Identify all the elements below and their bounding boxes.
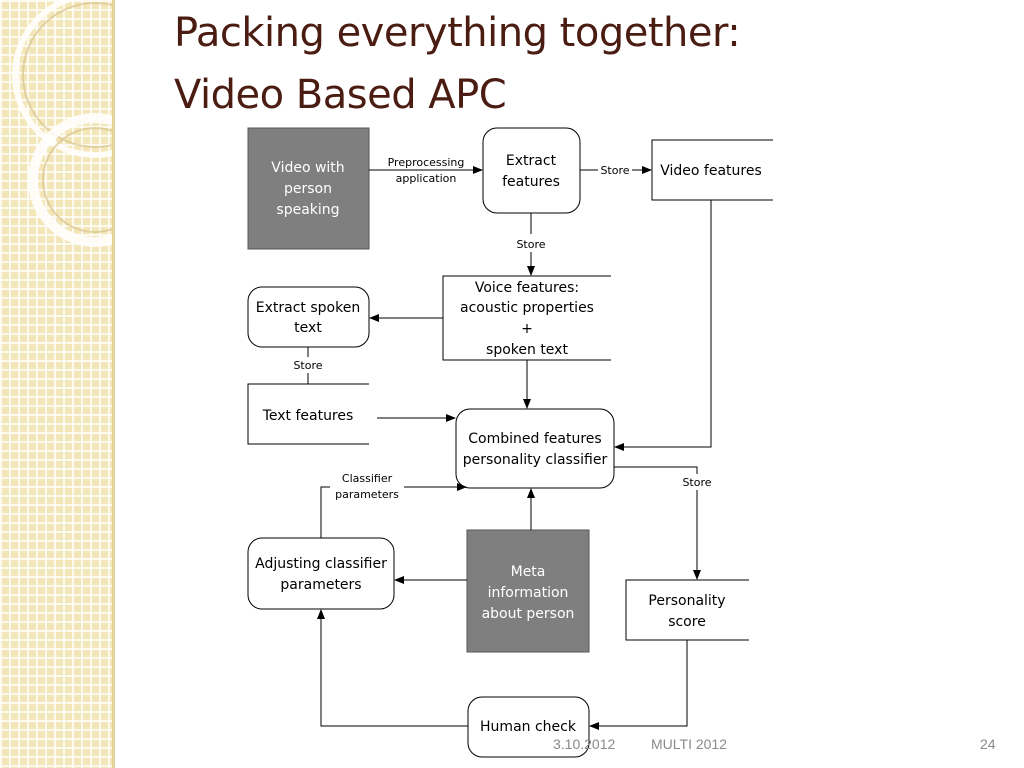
- sidebar-border: [112, 0, 115, 768]
- svg-text:Text features: Text features: [262, 408, 354, 424]
- edge-label-store-3: Store: [293, 359, 322, 372]
- decorative-circles: [12, 0, 113, 247]
- node-text-features: Text features: [247, 383, 369, 445]
- edge-video-features-to-combined: [614, 200, 712, 451]
- decorative-sidebar: [0, 0, 113, 768]
- footer-date: 3.10.2012: [553, 736, 616, 752]
- edge-adjusting-to-combined-a: [320, 486, 330, 538]
- edge-score-to-human-check: [589, 640, 688, 730]
- node-voice-features: Voice features:acoustic properties+spoke…: [442, 275, 611, 361]
- edge-label-store-1: Store: [600, 164, 629, 177]
- footer-conference: MULTI 2012: [651, 736, 727, 752]
- slide-title-line-2: Video Based APC: [174, 72, 507, 118]
- edge-combined-to-score: [614, 466, 698, 474]
- footer-page-number: 24: [980, 736, 996, 752]
- edge-label-store-4: Store: [682, 476, 711, 489]
- svg-text:Human check: Human check: [480, 719, 577, 735]
- svg-text:Voice features:acoustic proper: Voice features:acoustic properties+spoke…: [460, 280, 594, 358]
- slide-title-line-1: Packing everything together:: [174, 10, 741, 56]
- svg-text:Video features: Video features: [660, 163, 762, 179]
- edge-human-check-to-adjusting: [317, 609, 468, 727]
- node-video-features: Video features: [651, 139, 773, 201]
- edge-label-store-2: Store: [516, 238, 545, 251]
- node-human-check: Human check: [467, 696, 590, 758]
